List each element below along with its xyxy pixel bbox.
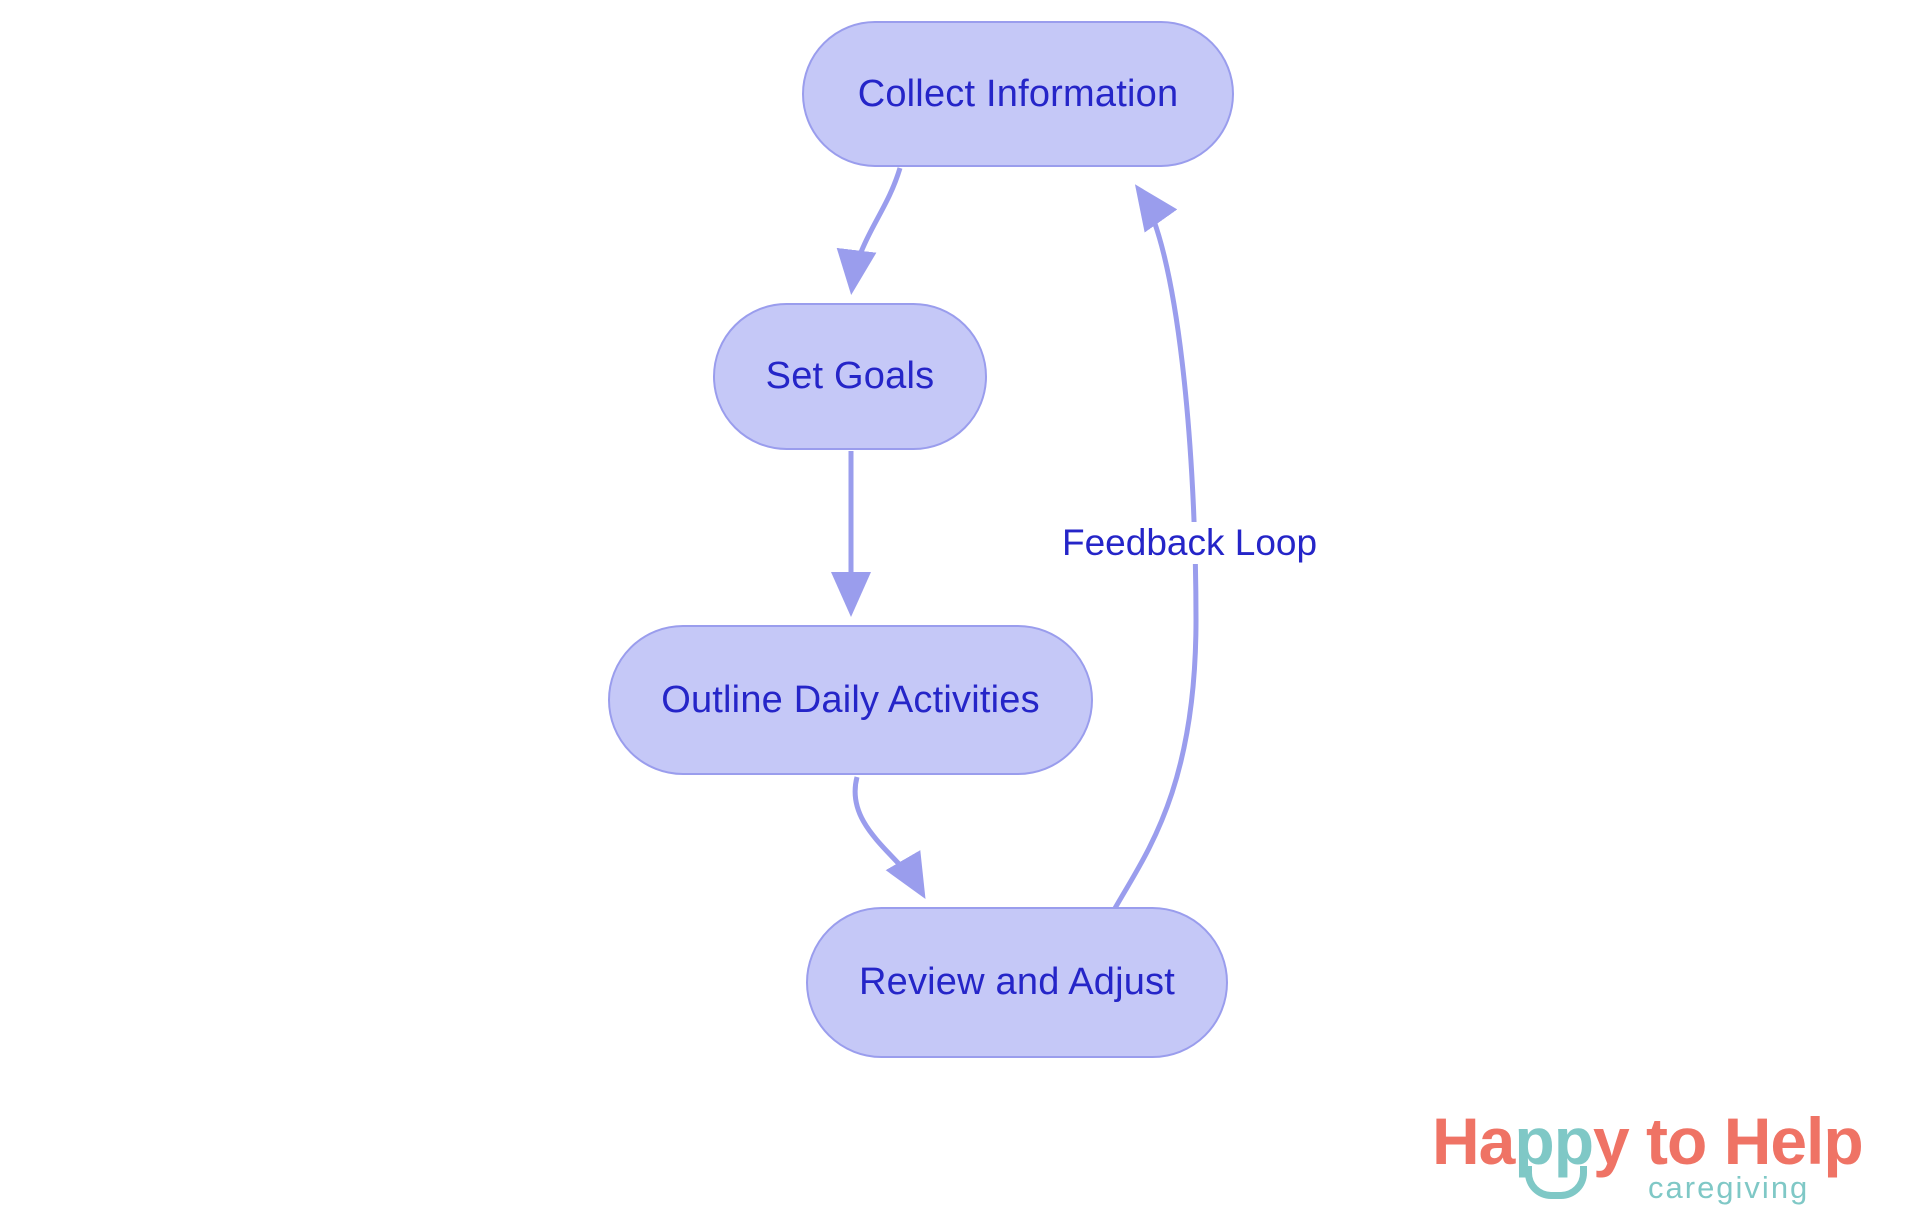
node-outline-daily-activities-label: Outline Daily Activities	[661, 678, 1040, 721]
node-collect-information-label: Collect Information	[857, 72, 1179, 115]
node-review-and-adjust[interactable]: Review and Adjust	[806, 907, 1228, 1058]
brand-logo: Happy to Help caregiving	[1432, 1108, 1902, 1208]
node-set-goals[interactable]: Set Goals	[713, 303, 987, 450]
logo-word-part-teal: pp	[1514, 1104, 1594, 1178]
edge-outline-daily-activities-to-review-and-adjust	[852, 776, 926, 900]
logo-word-part-2: y to Help	[1593, 1104, 1864, 1178]
logo-tagline: caregiving	[1648, 1170, 1810, 1205]
edge-collect-information-to-set-goals	[836, 167, 903, 295]
smile-icon	[1525, 1166, 1587, 1199]
node-collect-information[interactable]: Collect Information	[802, 21, 1234, 167]
node-outline-daily-activities[interactable]: Outline Daily Activities	[608, 625, 1093, 775]
logo-wordmark: Happy to Help	[1432, 1108, 1864, 1174]
logo-word-part-1: Ha	[1432, 1104, 1515, 1178]
edge-label-feedback-loop: Feedback Loop	[1058, 522, 1322, 564]
node-set-goals-label: Set Goals	[765, 355, 935, 397]
edge-review-and-adjust-to-collect-information	[1111, 184, 1199, 912]
node-review-and-adjust-label: Review and Adjust	[858, 961, 1176, 1003]
